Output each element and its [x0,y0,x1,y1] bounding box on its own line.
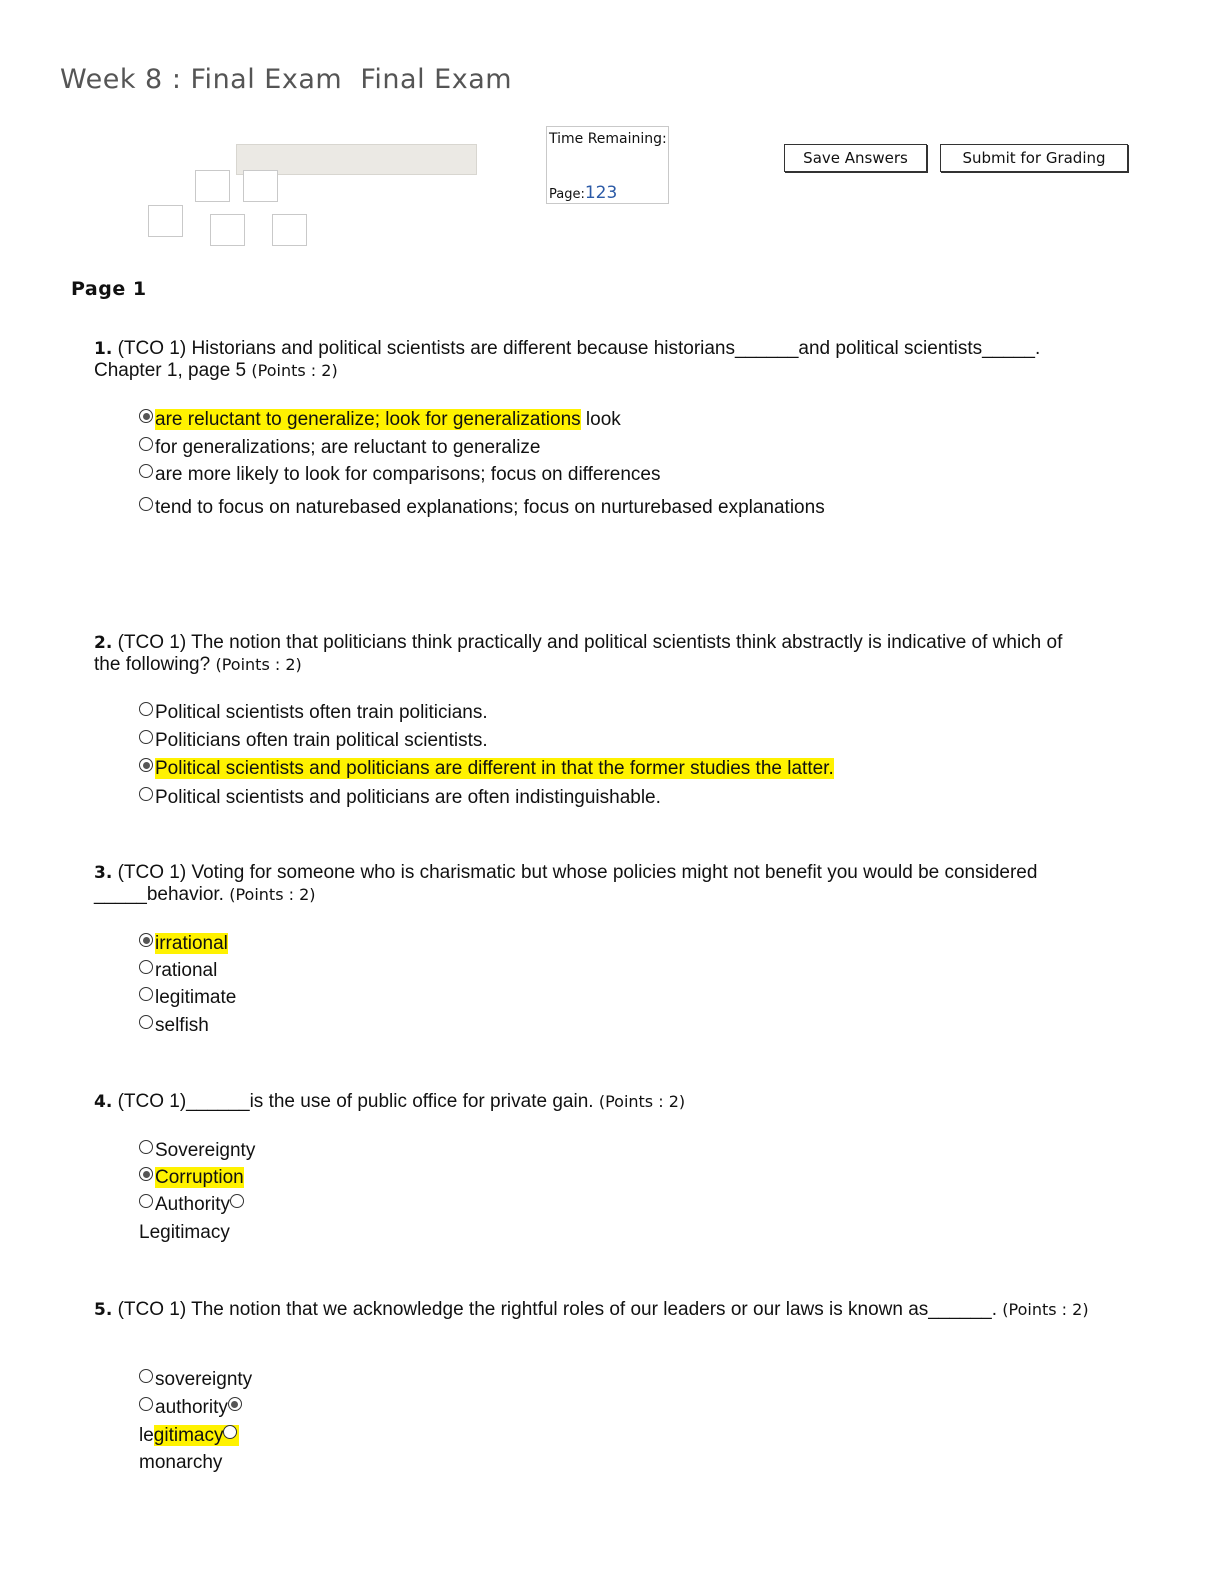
nav-square[interactable] [272,214,307,246]
option-label: irrational [155,933,228,954]
question-reference: Chapter 1, page 5 [94,360,247,381]
radio-icon[interactable] [139,960,153,974]
option-row[interactable]: Political scientists and politicians are… [139,786,661,810]
option-row[interactable]: authority [139,1396,244,1420]
progress-bar [236,144,477,175]
question-number: 4. [94,1092,113,1112]
question-2: 2. (TCO 1) The notion that politicians t… [94,632,1094,676]
option-label: authority [155,1397,228,1418]
option-label: Politicians often train political scient… [155,730,488,751]
radio-selected-icon[interactable] [139,1167,153,1181]
radio-selected-icon[interactable] [227,1397,242,1411]
option-row[interactable]: sovereignty [139,1368,252,1392]
option-label: for generalizations; are reluctant to ge… [155,437,541,458]
question-points: (Points : 2) [1002,1300,1089,1319]
question-points: (Points : 2) [229,885,316,904]
option-label: Sovereignty [155,1140,256,1161]
option-row[interactable]: Politicians often train political scient… [139,729,488,753]
option-label: Political scientists and politicians are… [155,787,661,808]
option-row[interactable]: legitimate [139,986,236,1010]
question-text: (TCO 1) The notion that we acknowledge t… [117,1299,997,1320]
option-row[interactable]: Political scientists often train politic… [139,701,488,725]
question-number: 3. [94,863,113,883]
radio-icon[interactable] [139,730,153,744]
radio-icon[interactable] [139,1369,153,1383]
option-row[interactable]: monarchy [139,1451,222,1475]
option-label: sovereignty [155,1369,253,1390]
option-row[interactable]: Legitimacy [139,1221,230,1245]
option-row[interactable]: legitimacy [139,1424,240,1448]
page-numbers[interactable]: 123 [584,183,618,203]
option-row[interactable]: Authority [139,1193,246,1217]
option-label: Legitimacy [139,1222,230,1243]
radio-icon[interactable] [139,1140,153,1154]
option-label: are reluctant to generalize; look for ge… [155,409,581,430]
option-label: are more likely to look for comparisons;… [155,464,661,485]
page-title: Week 8 : Final Exam Final Exam [60,64,513,95]
submit-for-grading-button[interactable]: Submit for Grading [940,144,1128,172]
question-text: (TCO 1) Historians and political scienti… [117,338,1041,359]
question-5: 5. (TCO 1) The notion that we acknowledg… [94,1299,1094,1321]
question-1: 1. (TCO 1) Historians and political scie… [94,338,1094,382]
option-label: monarchy [139,1452,223,1473]
option-label: Authority [155,1194,230,1215]
radio-selected-icon[interactable] [139,933,153,947]
option-label: Corruption [155,1167,244,1188]
question-points: (Points : 2) [215,655,302,674]
option-label: Political scientists often train politic… [155,702,488,723]
question-points: (Points : 2) [598,1092,686,1111]
question-points: (Points : 2) [251,361,338,380]
option-label-prefix: le [139,1425,154,1446]
option-row[interactable]: are reluctant to generalize; look for ge… [139,408,621,432]
option-label: gitimacy [153,1425,240,1446]
radio-icon[interactable] [139,437,153,451]
question-number: 5. [94,1300,113,1320]
save-answers-button[interactable]: Save Answers [784,144,927,172]
option-row[interactable]: rational [139,959,217,983]
radio-selected-icon[interactable] [139,409,153,423]
option-label: Political scientists and politicians are… [155,758,834,779]
question-number: 2. [94,633,113,653]
option-row[interactable]: irrational [139,932,228,956]
option-row[interactable]: Political scientists and politicians are… [139,757,834,781]
option-row[interactable]: tend to focus on naturebased explanation… [139,496,825,520]
time-remaining-label: Time Remaining: [549,131,667,147]
option-label: rational [155,960,218,981]
radio-selected-icon[interactable] [139,758,153,772]
question-text: (TCO 1) Voting for someone who is charis… [94,862,1038,905]
question-3: 3. (TCO 1) Voting for someone who is cha… [94,862,1094,906]
option-row[interactable]: are more likely to look for comparisons;… [139,463,661,487]
option-suffix: look [580,409,621,430]
nav-square[interactable] [148,205,183,237]
nav-square[interactable] [243,170,278,202]
question-text: (TCO 1) The notion that politicians thin… [94,632,1063,675]
option-row[interactable]: Sovereignty [139,1139,255,1163]
radio-icon[interactable] [139,1397,153,1411]
radio-icon[interactable] [229,1194,244,1208]
question-4: 4. (TCO 1)______is the use of public off… [94,1091,1094,1113]
nav-square[interactable] [195,170,230,202]
option-row[interactable]: Corruption [139,1166,244,1190]
option-row[interactable]: selfish [139,1014,209,1038]
timer-box: Time Remaining: Page:123 [546,126,669,204]
radio-icon[interactable] [139,1194,153,1208]
radio-icon[interactable] [139,987,153,1001]
radio-icon[interactable] [223,1425,238,1439]
radio-icon[interactable] [139,464,153,478]
radio-icon[interactable] [139,497,153,511]
page-label: Page: [549,187,585,202]
question-text: (TCO 1)______is the use of public office… [117,1091,594,1112]
option-label: legitimate [155,987,237,1008]
radio-icon[interactable] [139,702,153,716]
option-label: tend to focus on naturebased explanation… [155,497,825,518]
radio-icon[interactable] [139,1015,153,1029]
option-label: selfish [155,1015,209,1036]
question-number: 1. [94,339,113,359]
section-label: Page 1 [71,278,147,300]
option-row[interactable]: for generalizations; are reluctant to ge… [139,436,541,460]
radio-icon[interactable] [139,787,153,801]
nav-square[interactable] [210,214,245,246]
